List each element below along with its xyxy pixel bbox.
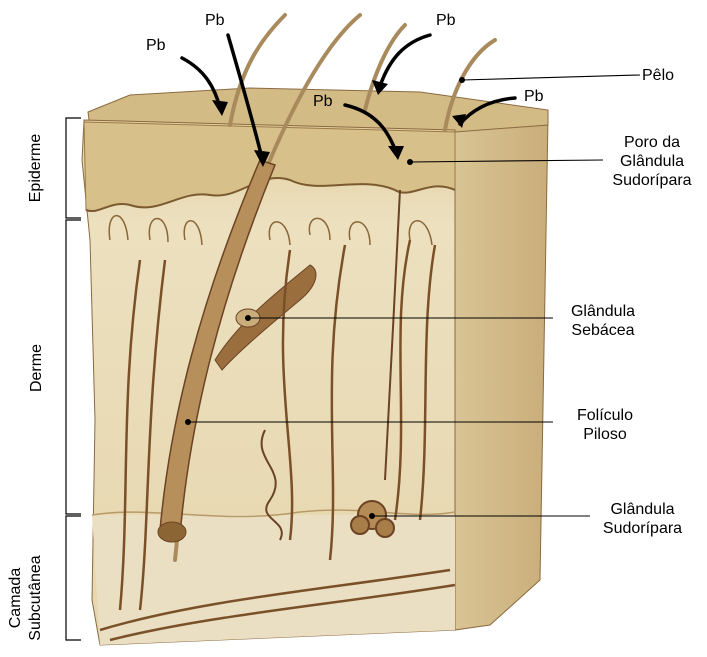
label-camada-subcutanea: Camada Subcutânea: [6, 548, 46, 648]
label-line: Sudorípara: [602, 171, 702, 190]
label-line: Glândula: [590, 500, 695, 519]
label-derme: Derme: [28, 318, 48, 418]
label-line: Glândula: [553, 302, 653, 321]
layer-brackets: [66, 118, 81, 640]
label-line: Folículo: [560, 406, 650, 425]
pb-marker: Pb: [146, 37, 166, 55]
label-poro-glandula-sudoripara: Poro da Glândula Sudorípara: [602, 133, 702, 190]
label-line: Piloso: [560, 425, 650, 444]
label-foliculo-piloso: Folículo Piloso: [560, 406, 650, 444]
label-pelo: Pêlo: [642, 66, 674, 85]
label-glandula-sudoripara: Glândula Sudorípara: [590, 500, 695, 538]
label-epiderme: Epiderme: [27, 118, 47, 218]
pb-marker: Pb: [436, 12, 456, 30]
label-line: Subcutânea: [26, 548, 46, 648]
pb-marker: Pb: [524, 88, 544, 106]
label-line: Camada: [6, 548, 26, 648]
label-line: Glândula: [602, 152, 702, 171]
pb-marker: Pb: [313, 93, 333, 111]
skin-block: [82, 88, 548, 645]
label-line: Poro da: [602, 133, 702, 152]
label-line: Sebácea: [553, 321, 653, 340]
label-line: Sudorípara: [590, 519, 695, 538]
label-glandula-sebacea: Glândula Sebácea: [553, 302, 653, 340]
pb-marker: Pb: [205, 12, 225, 30]
